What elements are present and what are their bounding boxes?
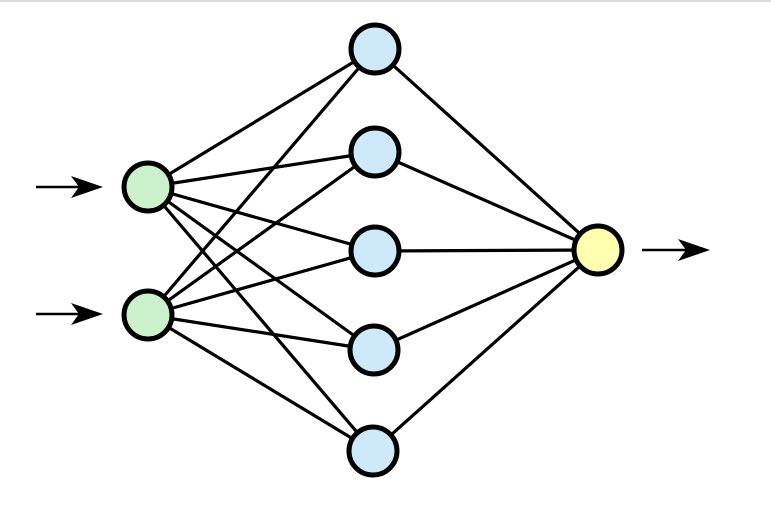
edge-input-2-hidden-1 — [146, 47, 377, 317]
edge-input-2-hidden-2 — [147, 150, 376, 317]
edge-input-2-hidden-4 — [147, 313, 375, 352]
nodes-group — [121, 22, 625, 478]
top-border — [0, 0, 771, 2]
input-arrow-1-head — [71, 176, 103, 198]
hidden-4-node — [347, 323, 401, 377]
edge-hidden-4-output-1 — [373, 248, 599, 352]
edge-hidden-2-output-1 — [374, 150, 599, 252]
edge-input-1-hidden-5 — [146, 185, 375, 453]
edges-group — [146, 47, 600, 453]
edge-input-1-hidden-2 — [147, 150, 376, 189]
input-arrow-2 — [36, 303, 103, 325]
edge-hidden-1-output-1 — [373, 47, 600, 252]
hidden-1-node — [348, 22, 402, 76]
edge-input-1-hidden-4 — [147, 185, 375, 352]
edge-input-1-hidden-1 — [147, 47, 376, 189]
edge-input-1-hidden-3 — [147, 185, 376, 253]
output-1-node — [571, 223, 625, 277]
hidden-5-node — [346, 424, 400, 478]
input-arrow-1 — [36, 176, 103, 198]
input-2-node — [121, 288, 175, 342]
edge-input-2-hidden-5 — [147, 313, 374, 453]
output-arrow-head — [678, 239, 710, 261]
hidden-2-node — [348, 125, 402, 179]
hidden-3-node — [348, 224, 402, 278]
input-1-node — [121, 160, 175, 214]
edge-hidden-3-output-1 — [374, 248, 599, 253]
output-arrow — [642, 239, 710, 261]
input-arrow-2-head — [71, 303, 103, 325]
edge-input-2-hidden-3 — [147, 249, 376, 317]
edge-hidden-5-output-1 — [371, 248, 600, 453]
